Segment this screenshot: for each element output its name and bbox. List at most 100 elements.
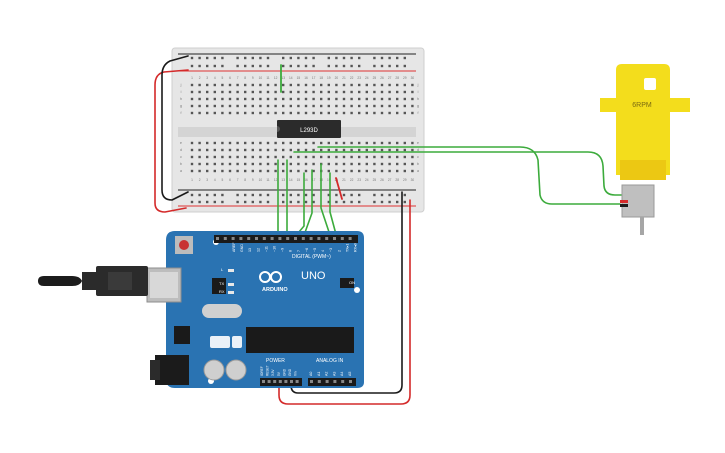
power-pin-label: Vin — [294, 371, 298, 376]
row-letter: d — [180, 148, 182, 152]
row-letter: d — [417, 148, 419, 152]
icsp-header — [340, 278, 354, 288]
power-pin-label: 3.3V — [271, 369, 275, 376]
column-number: 14 — [289, 178, 293, 182]
column-number: 11 — [266, 178, 270, 182]
digital-pin-label: ~5 — [313, 248, 317, 252]
column-number: 10 — [259, 178, 263, 182]
power-label: POWER — [266, 358, 285, 364]
column-number: 29 — [403, 178, 407, 182]
column-number: 15 — [297, 76, 301, 80]
power-pin-label: IOREF — [260, 366, 264, 376]
column-number: 22 — [350, 178, 354, 182]
dc-power-jack[interactable] — [150, 355, 189, 385]
analog-header[interactable] — [308, 378, 356, 386]
column-number: 17 — [312, 178, 316, 182]
row-letter: c — [417, 155, 419, 159]
column-number: 13 — [281, 76, 285, 80]
capacitor-2 — [225, 359, 247, 381]
column-number: 25 — [373, 178, 377, 182]
column-number: 6 — [229, 178, 231, 182]
column-number: 26 — [380, 76, 384, 80]
analog-pin-label: A3 — [332, 372, 336, 376]
column-number: 22 — [350, 76, 354, 80]
wire-black-left-rail — [161, 55, 189, 201]
analog-pin-label: A1 — [317, 372, 321, 376]
column-number: 28 — [395, 76, 399, 80]
arduino-uno-board[interactable]: UNO ARDUINO DIGITAL (PWM~) POWER ANALOG … — [146, 231, 364, 388]
digital-pin-label: GND — [240, 244, 244, 252]
row-letter: j — [417, 83, 419, 87]
column-number: 5 — [222, 76, 224, 80]
column-number: 29 — [403, 76, 407, 80]
arduino-brand: ARDUINO — [262, 287, 288, 293]
row-letter: f — [181, 111, 182, 115]
digital-pin-label: 13 — [248, 248, 252, 252]
l-label: L — [221, 267, 224, 272]
digital-header[interactable] — [214, 235, 358, 243]
row-letter: f — [418, 111, 419, 115]
column-number: 27 — [388, 178, 392, 182]
row-letter: h — [417, 97, 419, 101]
header-pins — [216, 237, 352, 383]
power-pin-label: GND — [288, 368, 292, 376]
column-number: 6 — [229, 76, 231, 80]
reset-button[interactable] — [175, 236, 193, 254]
column-number: 3 — [206, 76, 208, 80]
column-number: 1 — [191, 76, 193, 80]
usb-cable[interactable] — [38, 266, 148, 296]
column-number: 21 — [342, 76, 346, 80]
digital-pin-label: ~10 — [273, 246, 277, 252]
column-number: 27 — [388, 76, 392, 80]
digital-pin-label: ~11 — [264, 246, 268, 252]
digital-pin-label: 7 — [297, 250, 301, 252]
row-letter: i — [418, 90, 419, 94]
column-number: 5 — [222, 178, 224, 182]
power-pin-label: GND — [282, 368, 286, 376]
column-number: 30 — [411, 76, 415, 80]
column-number: 1 — [191, 178, 193, 182]
digital-pin-label: ~3 — [329, 248, 333, 252]
l293d-chip[interactable]: L293D — [277, 120, 341, 138]
column-number: 12 — [274, 76, 278, 80]
chip-label: L293D — [300, 128, 318, 134]
digital-pin-label: ~6 — [305, 248, 309, 252]
column-number: 26 — [380, 178, 384, 182]
column-number: 17 — [312, 76, 316, 80]
column-number: 25 — [373, 76, 377, 80]
usb-port[interactable] — [146, 267, 182, 303]
rx-label: RX — [219, 289, 225, 294]
small-chip — [212, 278, 226, 294]
arduino-logo-icon — [259, 271, 282, 283]
column-number: 20 — [335, 76, 339, 80]
column-number: 10 — [259, 76, 263, 80]
wire-green-motor-a — [317, 146, 621, 205]
column-number: 8 — [244, 178, 246, 182]
wire-red-jumper — [335, 177, 343, 200]
wire-green-motor-b — [293, 151, 625, 196]
row-letter: g — [180, 104, 182, 108]
column-number: 7 — [237, 178, 239, 182]
digital-label: DIGITAL (PWM~) — [292, 254, 331, 260]
regulator — [174, 326, 190, 344]
analog-pin-label: A0 — [309, 372, 313, 376]
column-number: 11 — [266, 76, 270, 80]
crystal — [202, 304, 242, 318]
wire-red-5v — [278, 199, 411, 405]
row-letter: e — [417, 141, 419, 145]
wire-black-gnd — [290, 191, 403, 394]
column-number: 7 — [237, 76, 239, 80]
arduino-model: UNO — [301, 270, 326, 282]
column-number: 13 — [281, 178, 285, 182]
motor-label: 6RPM — [632, 102, 652, 109]
dc-gear-motor[interactable]: 6RPM — [600, 64, 690, 235]
wire-green-d4 — [302, 169, 313, 239]
column-number: 14 — [289, 76, 293, 80]
row-letter: b — [417, 162, 419, 166]
column-number: 12 — [274, 178, 278, 182]
digital-pin-label: 12 — [256, 248, 260, 252]
column-number: 2 — [199, 178, 201, 182]
row-letter: h — [180, 97, 182, 101]
